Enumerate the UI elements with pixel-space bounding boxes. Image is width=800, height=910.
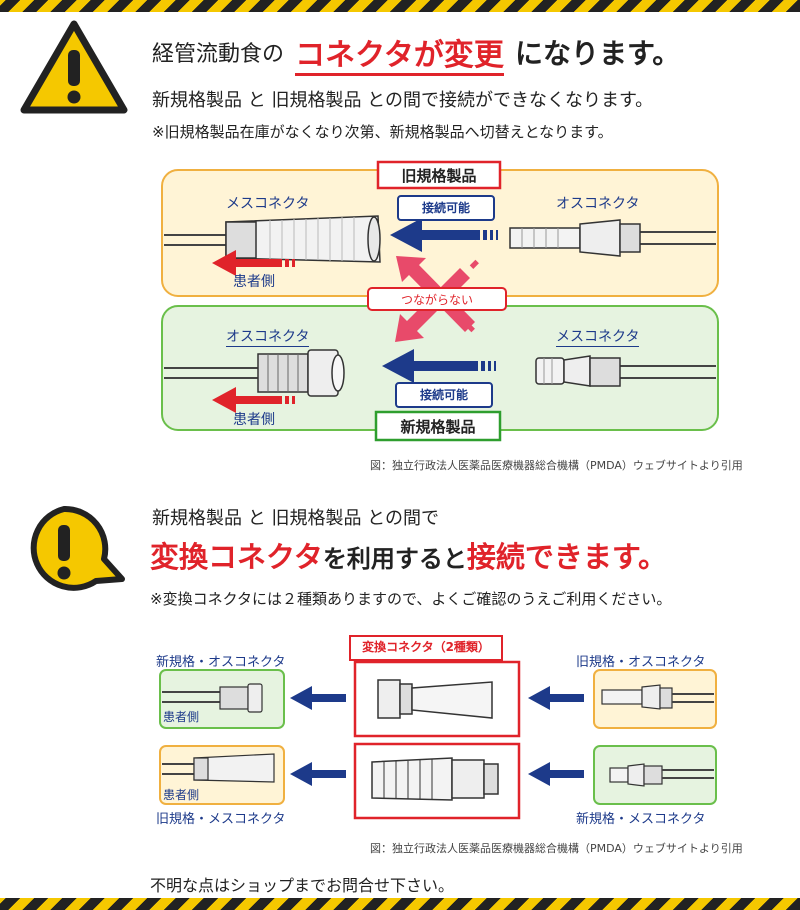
old-male-label: オスコネクタ	[556, 196, 640, 212]
heading-emphasis: コネクタが変更	[295, 38, 504, 76]
new-female-small-shape	[609, 763, 663, 787]
connectable-tag-top	[397, 195, 495, 221]
warning-triangle-icon	[20, 20, 128, 114]
footer-contact-text: 不明な点はショップまでお問合せ下さい。	[150, 876, 455, 895]
not-connect-tag-box	[367, 287, 507, 311]
section2-credit: 図：独立行政法人医薬品医療機器総合機構（PMDA）ウェブサイトより引用	[370, 842, 743, 855]
patient-arrow-top-icon	[212, 250, 295, 276]
old-male-small-shape	[601, 684, 673, 710]
new-female-label-2: 新規格・メスコネクタ	[576, 812, 706, 827]
blue-arrow-top-icon	[390, 218, 498, 252]
old-male-connector-shape	[509, 219, 641, 257]
patient-side-label-bottom: 患者側	[233, 412, 275, 428]
new-male-label: オスコネクタ	[226, 326, 310, 347]
arrow-from-old-male-icon	[528, 686, 584, 710]
arrow-to-new-male-icon	[290, 686, 346, 710]
section1-note: ※旧規格製品在庫がなくなり次第、新規格製品へ切替えとなります。	[152, 123, 613, 141]
section1-statement: 新規格製品 と 旧規格製品 との間で接続ができなくなります。	[152, 90, 654, 111]
old-female-label-2: 旧規格・メスコネクタ	[156, 812, 286, 827]
top-hazard-stripe	[0, 0, 800, 12]
old-female-connector-shape	[225, 215, 381, 263]
new-product-tag-box	[374, 410, 502, 442]
arrow-to-old-female-icon	[290, 762, 346, 786]
converter-title-box	[349, 635, 503, 661]
patient-side-label-2a: 患者側	[163, 710, 200, 724]
connector-diagram-1	[161, 160, 719, 442]
warning-speech-bubble-icon	[30, 505, 125, 591]
converter-diagram	[159, 635, 717, 820]
not-connect-label: つながらない	[400, 293, 473, 307]
new-male-label-2: 新規格・オスコネクタ	[156, 655, 286, 670]
headline-converter: 変換コネクタ	[150, 540, 323, 574]
old-female-small-shape	[193, 753, 275, 783]
connectable-label-top: 接続可能	[421, 201, 470, 215]
new-product-label: 新規格製品	[400, 418, 476, 436]
old-male-label-2: 旧規格・オスコネクタ	[576, 655, 706, 670]
patient-side-label-top: 患者側	[233, 274, 275, 290]
converter-1-shape	[377, 679, 493, 719]
new-male-connector-shape	[257, 349, 345, 397]
converter-title-label: 変換コネクタ（2種類）	[362, 640, 490, 654]
section1-credit: 図：独立行政法人医薬品医療機器総合機構（PMDA）ウェブサイトより引用	[370, 459, 743, 472]
old-product-tag-box	[376, 160, 502, 190]
section2-statement: 新規格製品 と 旧規格製品 との間で	[152, 508, 439, 529]
blue-arrow-bottom-icon	[382, 349, 496, 383]
heading-prefix: 経管流動食の	[152, 42, 285, 67]
arrow-from-new-female-icon	[528, 762, 584, 786]
section2-note: ※変換コネクタには２種類ありますので、よくご確認のうえご利用ください。	[150, 590, 672, 608]
old-product-label: 旧規格製品	[401, 167, 477, 185]
connectable-label-bottom: 接続可能	[419, 388, 468, 402]
headline-use: を利用すると	[322, 545, 467, 573]
old-female-label: メスコネクタ	[226, 196, 310, 212]
heading-suffix: になります。	[515, 37, 681, 70]
section2-headline: 変換コネクタを利用すると接続できます。	[150, 534, 667, 578]
section1-heading: 経管流動食の コネクタが変更 になります。	[152, 30, 792, 76]
converter-2-shape	[371, 757, 499, 801]
patient-arrow-bottom-icon	[212, 387, 295, 413]
new-female-label: メスコネクタ	[556, 326, 640, 347]
connectable-tag-bottom	[395, 382, 493, 408]
new-male-small-shape	[219, 683, 263, 713]
new-female-connector-shape	[535, 355, 621, 387]
patient-side-label-2b: 患者側	[163, 788, 200, 802]
headline-connect: 接続できます。	[466, 540, 667, 574]
bottom-hazard-stripe	[0, 898, 800, 910]
